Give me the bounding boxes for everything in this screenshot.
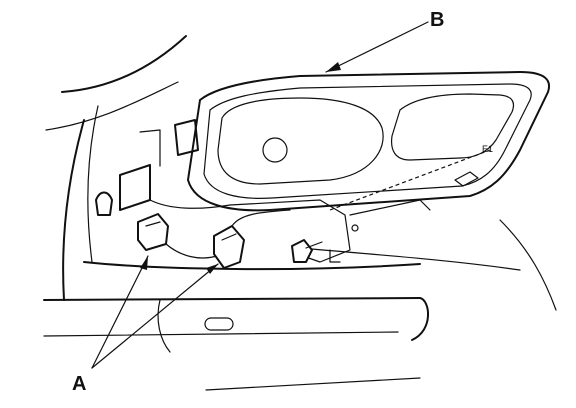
headlight-assembly: E1	[187, 71, 550, 212]
body-panel	[43, 35, 557, 391]
callout-b: B	[430, 9, 444, 31]
callout-a: A	[72, 373, 86, 395]
connector-left	[137, 213, 221, 259]
bulb-socket	[291, 239, 323, 263]
svg-text:E1: E1	[482, 144, 493, 154]
leader-lines	[91, 21, 429, 369]
mounting-bracket	[95, 119, 431, 263]
connector-right	[213, 209, 291, 269]
connectors	[137, 209, 323, 269]
